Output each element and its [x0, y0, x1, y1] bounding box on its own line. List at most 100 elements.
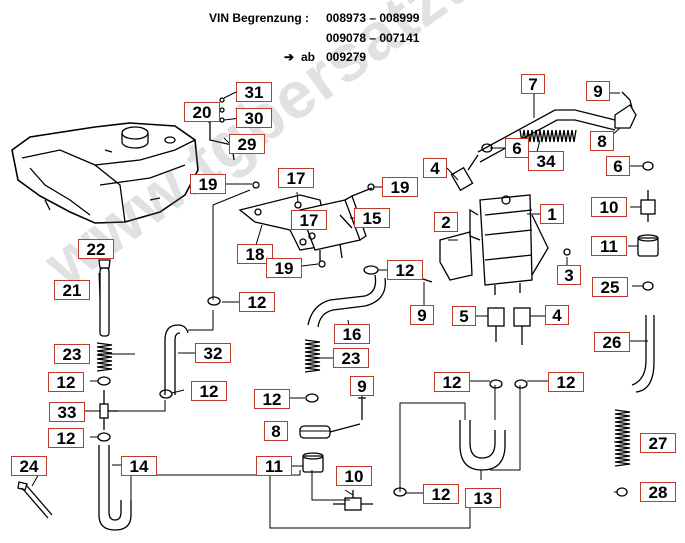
- callout-4-lower: 4: [545, 305, 569, 325]
- callout-24: 24: [11, 456, 47, 476]
- part-9-pin-right: [621, 91, 633, 109]
- callout-12-right-b: 12: [548, 372, 584, 392]
- callout-19-left: 19: [190, 174, 226, 194]
- part-23-spring-mid: [304, 339, 321, 373]
- clamp-12-mid-lower: [305, 393, 319, 403]
- callout-9-mid: 9: [350, 376, 374, 396]
- clamp-12-right-b: [514, 379, 528, 389]
- from-value: 009279: [326, 50, 367, 64]
- part-10-valve-mid: [333, 490, 373, 511]
- part-3-screw: [563, 248, 571, 256]
- callout-22: 22: [78, 239, 114, 259]
- part-5-connector: [487, 307, 505, 342]
- callout-10-right: 10: [591, 197, 627, 217]
- part-6-ring-right: [642, 161, 654, 171]
- part-26-hose: [631, 315, 655, 393]
- part-23-spring-left: [96, 342, 113, 372]
- callout-12-mid-lower: 12: [254, 389, 290, 409]
- callout-6-right: 6: [606, 156, 630, 176]
- part-27-spring: [614, 409, 631, 467]
- part-11-cap-right: [637, 234, 659, 257]
- clamp-12-upper-right: [363, 265, 379, 275]
- callout-13: 13: [465, 488, 501, 508]
- callout-7: 7: [521, 74, 545, 94]
- callout-12-top-mid: 12: [387, 260, 423, 280]
- callout-5: 5: [452, 306, 476, 326]
- callout-18: 18: [237, 244, 273, 264]
- part-2-bracket: [439, 231, 473, 281]
- callout-33: 33: [49, 402, 85, 422]
- part-19-screw-a: [252, 181, 260, 189]
- callout-12-hose32: 12: [191, 381, 227, 401]
- callout-12-left-b: 12: [48, 428, 84, 448]
- clamp-32: [159, 389, 173, 399]
- part-24-bolt: [17, 481, 53, 519]
- callout-29: 29: [229, 134, 265, 154]
- callout-23-left: 23: [54, 344, 90, 364]
- part-10-valve-right: [640, 190, 656, 222]
- callout-12-mid-upper: 12: [239, 292, 275, 312]
- part-13-hose: [459, 420, 506, 471]
- part-33-tee: [99, 390, 118, 430]
- vin-label: VIN Begrenzung :: [209, 11, 310, 25]
- part-8-fitting-right: [614, 104, 637, 129]
- callout-19-right: 19: [382, 177, 418, 197]
- callout-14: 14: [121, 456, 157, 476]
- part-28-ring: [616, 487, 628, 497]
- part-17-screw-lower: [308, 232, 316, 240]
- callout-6-upper: 6: [505, 138, 529, 158]
- callout-27: 27: [640, 433, 676, 453]
- from-prefix: ab: [301, 50, 316, 64]
- clamp-left-upper: [97, 376, 111, 386]
- part-14-hose: [98, 445, 132, 531]
- arrow-icon: ➔: [284, 50, 295, 64]
- part-11-cap-mid: [302, 452, 324, 473]
- callout-20: 20: [184, 102, 220, 122]
- callout-9-right: 9: [586, 81, 610, 101]
- callout-12-bottom: 12: [423, 484, 459, 504]
- callout-11-right: 11: [591, 236, 627, 256]
- vin-range-2: 009078 – 007141: [326, 31, 420, 45]
- callout-21: 21: [54, 280, 90, 300]
- callout-12-right-a: 12: [434, 372, 470, 392]
- callout-11-mid: 11: [256, 456, 292, 476]
- clamp-12-right-a: [489, 379, 503, 389]
- callout-34: 34: [528, 151, 564, 171]
- callout-25: 25: [592, 277, 628, 297]
- callout-19-bottom: 19: [266, 258, 302, 278]
- callout-28: 28: [640, 482, 676, 502]
- part-19-screw-c: [318, 260, 326, 268]
- clamp-12-mid: [207, 296, 221, 306]
- callout-12-left-a: 12: [48, 372, 84, 392]
- part-4-connector-upper: [450, 154, 479, 192]
- callout-8-mid: 8: [264, 421, 288, 441]
- callout-9-left: 9: [410, 305, 434, 325]
- part-8-connector: [299, 423, 361, 439]
- fuel-tank: [11, 122, 199, 224]
- part-34-spring: [519, 129, 577, 143]
- callout-23-mid: 23: [333, 348, 369, 368]
- callout-15: 15: [354, 208, 390, 228]
- clamp-12-bottom: [393, 487, 407, 497]
- clamp-left-lower: [97, 432, 111, 442]
- callout-26: 26: [594, 332, 630, 352]
- callout-3: 3: [557, 265, 581, 285]
- part-9-pin-mid: [358, 397, 366, 420]
- callout-2: 2: [434, 212, 458, 232]
- part-4-connector-lower: [513, 307, 531, 345]
- callout-4-upper: 4: [423, 158, 447, 178]
- callout-31: 31: [236, 82, 272, 102]
- callout-8-right: 8: [590, 131, 614, 151]
- part-16-hose: [307, 274, 386, 328]
- part-25-ring: [642, 281, 654, 291]
- vin-range-1: 008973 – 008999: [326, 11, 420, 25]
- callout-17-upper: 17: [278, 168, 314, 188]
- part-21-pipe: [98, 259, 111, 337]
- callout-10-mid: 10: [336, 466, 372, 486]
- callout-1: 1: [540, 204, 564, 224]
- callout-16: 16: [334, 324, 370, 344]
- callout-32: 32: [195, 343, 231, 363]
- part-32-hose: [164, 324, 189, 395]
